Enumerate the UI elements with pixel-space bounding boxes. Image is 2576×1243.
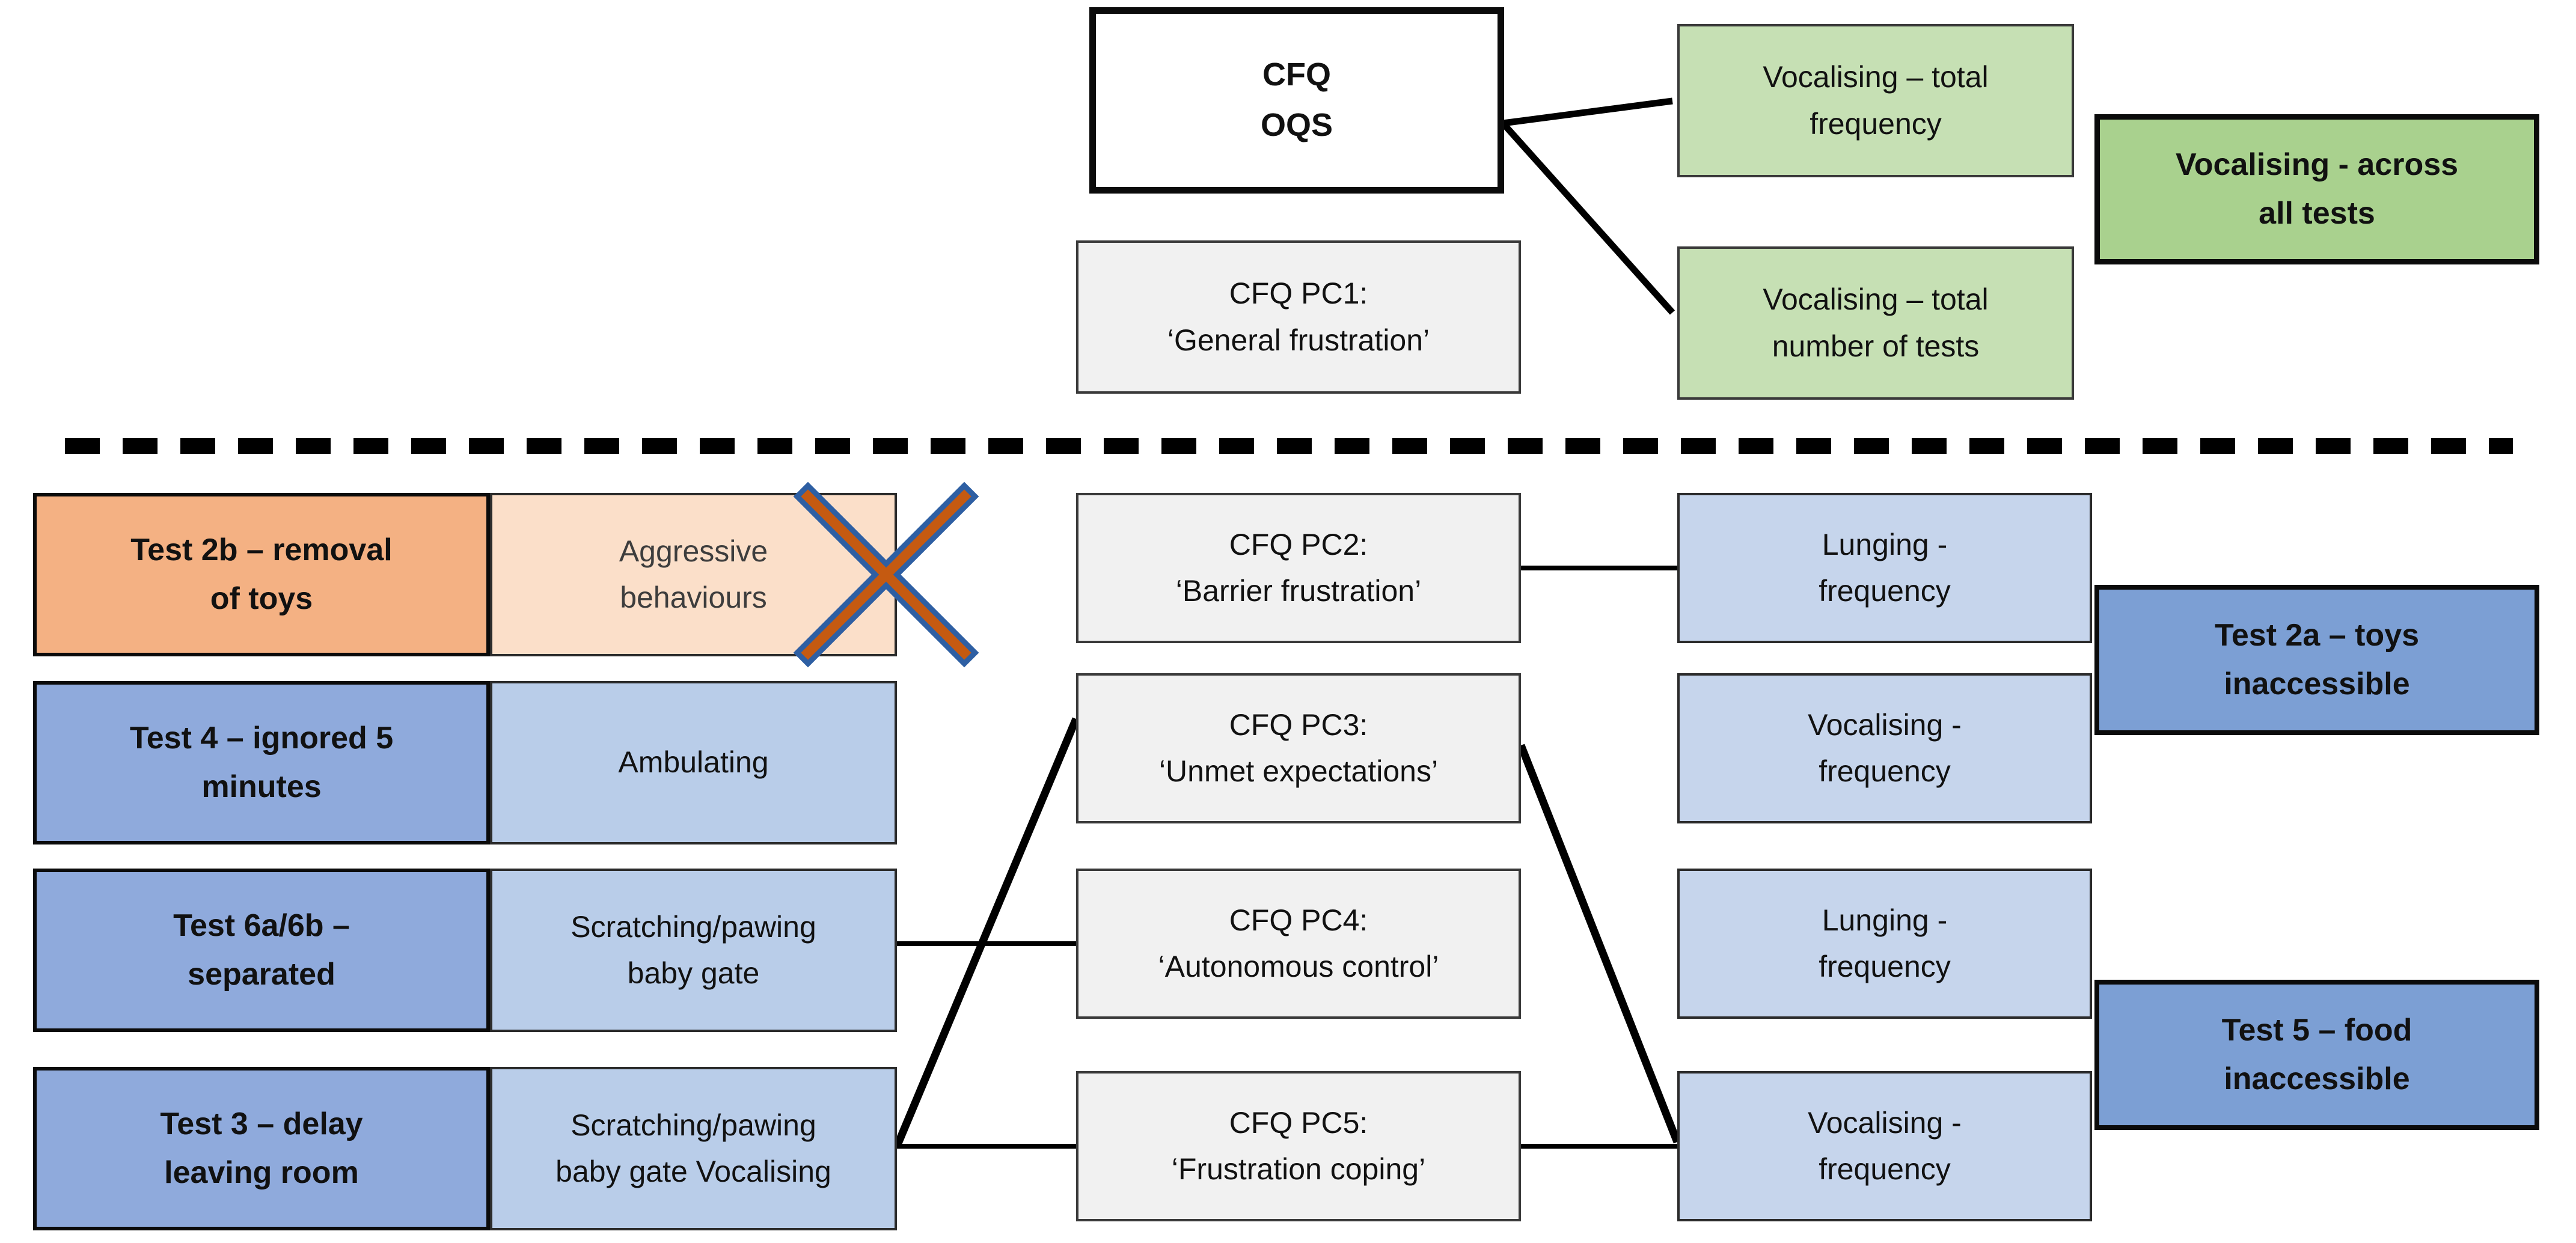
- green-box-vocalising-across-all-tests[interactable]: Vocalising - across all tests: [2094, 114, 2539, 264]
- green-total-tests-line-2: number of tests: [1772, 329, 1980, 363]
- test-box-4[interactable]: Test 4 – ignored 5 minutes: [33, 681, 490, 844]
- connector-cfq-to-vocalising-total-tests: [1500, 121, 1675, 315]
- green-across-line-2: all tests: [2259, 196, 2375, 231]
- cfq-pc5-box[interactable]: CFQ PC5: ‘Frustration coping’: [1076, 1071, 1521, 1221]
- green-total-frequency-line-2: frequency: [1810, 106, 1942, 141]
- test-2b-line-2: of toys: [210, 581, 313, 616]
- measure-vocalising-1-line-2: frequency: [1819, 754, 1951, 788]
- cfq-pc3-box[interactable]: CFQ PC3: ‘Unmet expectations’: [1076, 673, 1521, 823]
- test-4-line-2: minutes: [201, 769, 322, 804]
- cfq-pc4-line-1: CFQ PC4:: [1229, 903, 1368, 937]
- test-3-line-1: Test 3 – delay: [160, 1107, 363, 1142]
- behaviour-scratching-line-1: Scratching/pawing: [571, 909, 816, 944]
- measure-vocalising-2-line-2: frequency: [1819, 1152, 1951, 1186]
- cfq-oqs-line-1: CFQ: [1262, 56, 1331, 93]
- cfq-pc2-line-2: ‘Barrier frustration’: [1175, 574, 1422, 608]
- connector-cfq-to-vocalising-total-frequency: [1502, 97, 1673, 127]
- measure-lunging-2-line-2: frequency: [1819, 950, 1951, 983]
- cfq-pc4-line-2: ‘Autonomous control’: [1158, 950, 1439, 983]
- cfq-pc1-line-2: ‘General frustration’: [1167, 323, 1430, 357]
- outcome-box-test-5[interactable]: Test 5 – food inaccessible: [2094, 980, 2539, 1130]
- measure-box-vocalising-1[interactable]: Vocalising - frequency: [1677, 673, 2092, 823]
- cfq-oqs-master-box[interactable]: CFQ OQS: [1089, 7, 1504, 194]
- behaviour-box-aggressive[interactable]: Aggressive behaviours: [490, 493, 897, 656]
- outcome-box-test-2a[interactable]: Test 2a – toys inaccessible: [2094, 585, 2539, 735]
- behaviour-scratching-vocalising-line-2: baby gate Vocalising: [555, 1155, 831, 1188]
- test-box-2b[interactable]: Test 2b – removal of toys: [33, 493, 490, 656]
- cfq-pc5-line-2: ‘Frustration coping’: [1171, 1152, 1426, 1186]
- outcome-test2a-line-1: Test 2a – toys: [2214, 618, 2420, 653]
- cfq-pc2-box[interactable]: CFQ PC2: ‘Barrier frustration’: [1076, 493, 1521, 643]
- connector-pc3-to-vocalising-4: [1517, 744, 1681, 1144]
- behaviour-ambulating-line-1: Ambulating: [618, 745, 769, 780]
- test-box-3[interactable]: Test 3 – delay leaving room: [33, 1067, 490, 1230]
- measure-vocalising-2-line-1: Vocalising -: [1808, 1105, 1962, 1140]
- cfq-pc3-line-1: CFQ PC3:: [1229, 707, 1368, 742]
- cfq-pc2-line-1: CFQ PC2:: [1229, 527, 1368, 561]
- test-6a6b-line-1: Test 6a/6b –: [173, 908, 350, 944]
- measure-box-lunging-1[interactable]: Lunging - frequency: [1677, 493, 2092, 643]
- measure-box-lunging-2[interactable]: Lunging - frequency: [1677, 869, 2092, 1019]
- behaviour-aggressive-line-2: behaviours: [620, 581, 767, 614]
- behaviour-scratching-line-2: baby gate: [627, 956, 760, 990]
- behaviour-box-scratching-gate[interactable]: Scratching/pawing baby gate: [490, 869, 897, 1032]
- connector-test3-to-pc3: [893, 717, 1080, 1148]
- measure-vocalising-1-line-1: Vocalising -: [1808, 707, 1962, 742]
- test-2b-line-1: Test 2b – removal: [130, 533, 393, 568]
- green-across-line-1: Vocalising - across: [2175, 147, 2459, 183]
- green-box-vocalising-total-frequency[interactable]: Vocalising – total frequency: [1677, 24, 2074, 177]
- outcome-test2a-line-2: inaccessible: [2224, 667, 2410, 701]
- behaviour-box-ambulating[interactable]: Ambulating: [490, 681, 897, 844]
- behaviour-scratching-vocalising-line-1: Scratching/pawing: [571, 1108, 816, 1142]
- cfq-oqs-line-2: OQS: [1260, 107, 1333, 143]
- behaviour-box-scratching-vocalising[interactable]: Scratching/pawing baby gate Vocalising: [490, 1067, 897, 1230]
- measure-lunging-2-line-1: Lunging -: [1822, 903, 1948, 937]
- measure-box-vocalising-2[interactable]: Vocalising - frequency: [1677, 1071, 2092, 1221]
- cfq-pc3-line-2: ‘Unmet expectations’: [1158, 754, 1439, 788]
- outcome-test5-line-2: inaccessible: [2224, 1061, 2410, 1096]
- green-total-tests-line-1: Vocalising – total: [1763, 282, 1989, 316]
- behaviour-aggressive-line-1: Aggressive: [619, 534, 768, 568]
- test-3-line-2: leaving room: [164, 1155, 359, 1190]
- cfq-pc1-line-1: CFQ PC1:: [1229, 276, 1368, 310]
- green-total-frequency-line-1: Vocalising – total: [1763, 60, 1989, 94]
- cfq-pc1-box[interactable]: CFQ PC1: ‘General frustration’: [1076, 240, 1521, 394]
- measure-lunging-1-line-1: Lunging -: [1822, 527, 1948, 561]
- test-4-line-1: Test 4 – ignored 5: [129, 721, 394, 756]
- cfq-pc4-box[interactable]: CFQ PC4: ‘Autonomous control’: [1076, 869, 1521, 1019]
- outcome-test5-line-1: Test 5 – food: [2221, 1013, 2412, 1048]
- green-box-vocalising-total-tests[interactable]: Vocalising – total number of tests: [1677, 246, 2074, 400]
- test-box-6a-6b[interactable]: Test 6a/6b – separated: [33, 869, 490, 1032]
- measure-lunging-1-line-2: frequency: [1819, 574, 1951, 608]
- cfq-pc5-line-1: CFQ PC5:: [1229, 1105, 1368, 1140]
- test-6a6b-line-2: separated: [188, 957, 335, 992]
